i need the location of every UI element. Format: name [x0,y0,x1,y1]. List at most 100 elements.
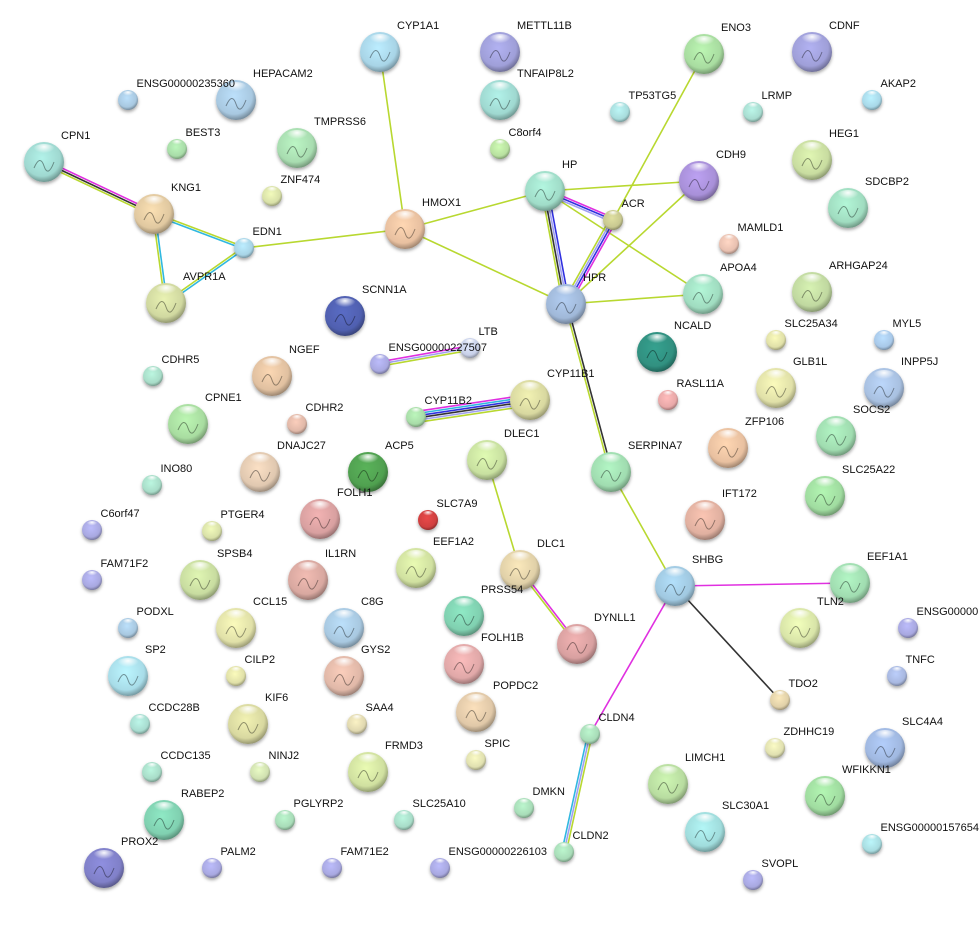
node-cyp11b1[interactable] [510,380,550,420]
node-spsb4[interactable] [180,560,220,600]
edge-CYP1A1-HMOX1[interactable] [379,51,406,230]
node-cdhr2[interactable] [287,414,307,434]
node-ccl15[interactable] [216,608,256,648]
node-cdhr5[interactable] [143,366,163,386]
node-cilp2[interactable] [226,666,246,686]
node-ngef[interactable] [252,356,292,396]
node-limch1[interactable] [648,764,688,804]
node-scnn1a[interactable] [325,296,365,336]
node-ccdc135[interactable] [142,762,162,782]
node-mamld1[interactable] [719,234,739,254]
node-popdc2[interactable] [456,692,496,732]
node-znf474[interactable] [262,186,282,206]
edge-HPR-CDH9[interactable] [565,180,700,305]
node-ninj2[interactable] [250,762,270,782]
node-avpr1a[interactable] [146,283,186,323]
node-dlc1[interactable] [500,550,540,590]
node-tp53tg5[interactable] [610,102,630,122]
node-c8g[interactable] [324,608,364,648]
node-folh1b[interactable] [444,644,484,684]
node-ensg00000[interactable] [898,618,918,638]
node-shbg[interactable] [655,566,695,606]
node-fam71f2[interactable] [82,570,102,590]
node-folh1[interactable] [300,499,340,539]
node-ltb[interactable] [460,338,480,358]
node-dmkn[interactable] [514,798,534,818]
node-podxl[interactable] [118,618,138,638]
node-kng1[interactable] [134,194,174,234]
node-mettl11b[interactable] [480,32,520,72]
node-ccdc28b[interactable] [130,714,150,734]
node-eno3[interactable] [684,34,724,74]
node-eef1a1[interactable] [830,563,870,603]
node-ensg00000235360[interactable] [118,90,138,110]
edge-CPN1-KNG1[interactable] [42,159,156,217]
node-hmox1[interactable] [385,209,425,249]
node-cyp11b2[interactable] [406,407,426,427]
node-saa4[interactable] [347,714,367,734]
node-hpr[interactable] [546,284,586,324]
node-eef1a2[interactable] [396,548,436,588]
node-inpp5j[interactable] [864,368,904,408]
node-rasl11a[interactable] [658,390,678,410]
node-acp5[interactable] [348,452,388,492]
edge-HP-APOA4[interactable] [544,190,704,295]
edge-SHBG-EEF1A1[interactable] [674,582,851,587]
node-hepacam2[interactable] [216,80,256,120]
node-slc25a10[interactable] [394,810,414,830]
node-fam71e2[interactable] [322,858,342,878]
node-kif6[interactable] [228,704,268,744]
node-frmd3[interactable] [348,752,388,792]
edge-CLDN4-CLDN2[interactable] [561,733,593,853]
node-apoa4[interactable] [683,274,723,314]
node-glb1l[interactable] [756,368,796,408]
node-ensg00000227507[interactable] [370,354,390,374]
node-spic[interactable] [466,750,486,770]
node-cpn1[interactable] [24,142,64,182]
node-slc25a22[interactable] [805,476,845,516]
edge-HPR-SERPINA7[interactable] [564,303,613,473]
node-tln2[interactable] [780,608,820,648]
node-dnajc27[interactable] [240,452,280,492]
node-tnfaip8l2[interactable] [480,80,520,120]
node-zfp106[interactable] [708,428,748,468]
node-dlec1[interactable] [467,440,507,480]
edge-ENSG00000227507-LTB[interactable] [379,345,471,367]
edge-HP-CDH9[interactable] [544,180,700,192]
node-pglyrp2[interactable] [275,810,295,830]
node-sp2[interactable] [108,656,148,696]
node-ensg00000157654[interactable] [862,834,882,854]
node-prss54[interactable] [444,596,484,636]
node-ptger4[interactable] [202,521,222,541]
node-cdnf[interactable] [792,32,832,72]
node-cdh9[interactable] [679,161,719,201]
node-il1rn[interactable] [288,560,328,600]
node-lrmp[interactable] [743,102,763,122]
node-akap2[interactable] [862,90,882,110]
node-arhgap24[interactable] [792,272,832,312]
node-heg1[interactable] [792,140,832,180]
node-socs2[interactable] [816,416,856,456]
node-prox2[interactable] [84,848,124,888]
node-tmprss6[interactable] [277,128,317,168]
node-slc7a9[interactable] [418,510,438,530]
node-ensg00000226103[interactable] [430,858,450,878]
node-slc30a1[interactable] [685,812,725,852]
node-c8orf4[interactable] [490,139,510,159]
edge-HMOX1-HP[interactable] [404,190,546,230]
edge-HMOX1-HPR[interactable] [404,228,567,305]
node-cldn2[interactable] [554,842,574,862]
node-c6orf47[interactable] [82,520,102,540]
node-svopl[interactable] [743,870,763,890]
node-hp[interactable] [525,171,565,211]
node-edn1[interactable] [234,238,254,258]
node-cpne1[interactable] [168,404,208,444]
node-dynll1[interactable] [557,624,597,664]
edge-SHBG-TDO2[interactable] [674,585,781,701]
node-cldn4[interactable] [580,724,600,744]
node-tdo2[interactable] [770,690,790,710]
node-slc4a4[interactable] [865,728,905,768]
node-wfikkn1[interactable] [805,776,845,816]
node-rabep2[interactable] [144,800,184,840]
edge-SERPINA7-SHBG[interactable] [610,471,676,587]
